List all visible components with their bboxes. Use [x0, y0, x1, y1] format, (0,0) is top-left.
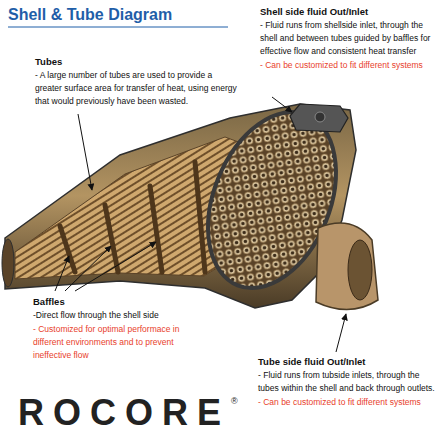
trademark-mark: ®	[231, 396, 238, 407]
part-description: - Fluid runs from tubside inlets, throug…	[258, 369, 438, 395]
nozzle-bolt	[315, 112, 325, 122]
shell-end	[2, 239, 14, 287]
baffle-plates	[60, 162, 205, 272]
part-heading: Shell side fluid Out/Inlet	[260, 6, 436, 18]
custom-note: - Customized for optimal performace in d…	[33, 323, 201, 361]
part-description: - A large number of tubes are used to pr…	[35, 69, 240, 107]
part-heading: Tubes	[35, 56, 240, 68]
shell-nozzle	[290, 104, 348, 132]
part-heading: Baffles	[33, 296, 201, 308]
title-rule	[8, 27, 228, 28]
brand-logo: ROCORE	[18, 392, 230, 433]
part-description: - Fluid runs from shellside inlet, throu…	[260, 19, 436, 57]
custom-note: - Can be customized to fit different sys…	[258, 396, 438, 409]
part-description: -Direct flow through the shell side	[33, 309, 201, 322]
diagram-title: Shell & Tube Diagram	[8, 5, 172, 24]
custom-note: - Can be customized to fit different sys…	[260, 59, 436, 72]
tube-side-bell	[316, 223, 378, 309]
part-heading: Tube side fluid Out/Inlet	[258, 356, 438, 368]
bell-opening	[348, 240, 372, 300]
